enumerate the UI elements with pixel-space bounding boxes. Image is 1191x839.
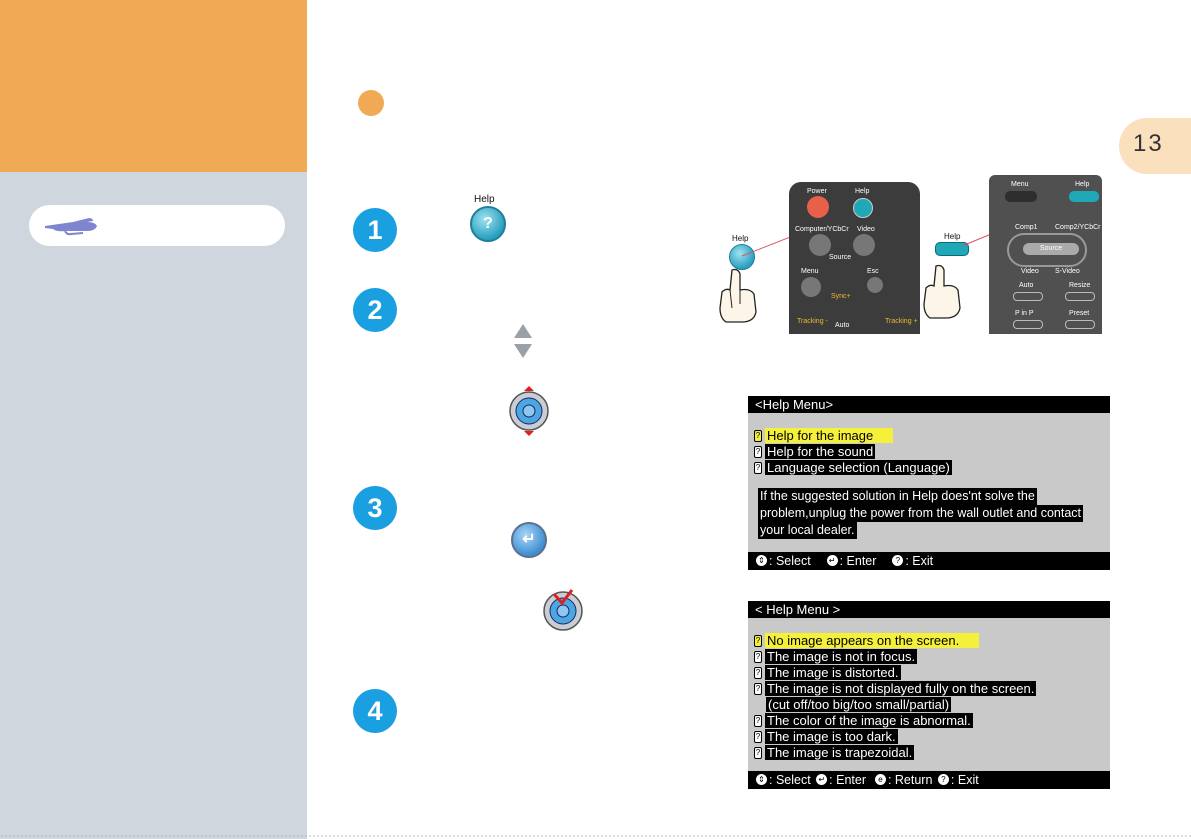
remote-tracking-plus-label: Tracking + xyxy=(885,318,918,325)
remote2-preset-label: Preset xyxy=(1069,310,1090,317)
remote2-pinp-label: P in P xyxy=(1015,310,1034,317)
remote-computer-label: Computer/YCbCr xyxy=(795,226,849,233)
help-menu-screen-1: <Help Menu> ?Help for the image ?Help fo… xyxy=(748,396,1110,570)
help-item-icon: ? xyxy=(754,666,762,679)
remote2-pinp-button xyxy=(1013,320,1043,329)
help-menu-2-title: < Help Menu > xyxy=(748,601,1110,618)
help-menu-1-item[interactable]: ?Help for the sound xyxy=(754,444,876,459)
remote-help-button xyxy=(853,198,873,218)
help-menu-2-subnote: (cut off/too big/too small/partial) xyxy=(766,697,952,712)
remote2-source-button: Source xyxy=(1023,243,1079,255)
remote2-preset-button xyxy=(1065,320,1095,329)
help-button-icon: ? xyxy=(470,206,506,242)
remote-menu-button xyxy=(801,277,821,297)
remote2-comp2-label: Comp2/YCbCr xyxy=(1055,224,1101,231)
section-bullet xyxy=(358,90,384,116)
remote2-source-ring xyxy=(1007,233,1087,267)
help-item-icon: ? xyxy=(754,634,762,647)
step-3-badge: 3 xyxy=(353,486,397,530)
remote-computer-button xyxy=(809,234,831,256)
sidebar-panel xyxy=(0,172,307,839)
remote2-svideo-label: S-Video xyxy=(1055,268,1080,275)
help-item-icon: ? xyxy=(754,730,762,743)
remote2-resize-button xyxy=(1065,292,1095,301)
up-down-icon: ⇕ xyxy=(756,774,767,786)
remote2-menu-label: Menu xyxy=(1011,181,1029,188)
enter-button-icon: ↵ xyxy=(511,522,547,558)
help-menu-2-item[interactable]: ?The image is too dark. xyxy=(754,729,898,744)
remote2-menu-button xyxy=(1005,191,1037,202)
remote-esc-button xyxy=(867,277,883,293)
help-item-icon: ? xyxy=(754,461,762,474)
help-icon: ? xyxy=(892,555,904,567)
help-menu-1-title: <Help Menu> xyxy=(748,396,1110,413)
enter-dial-press-icon xyxy=(543,589,583,631)
help-item-icon: ? xyxy=(754,445,762,458)
help-menu-2-item[interactable]: ?The image is distorted. xyxy=(754,665,901,680)
enter-icon: ↵ xyxy=(826,555,838,567)
step-1-badge: 1 xyxy=(353,208,397,252)
remote-menu-label: Menu xyxy=(801,268,819,275)
page-number-tab: 13 xyxy=(1119,118,1191,174)
remote-video-label: Video xyxy=(857,226,875,233)
esc-icon: e xyxy=(874,774,886,786)
pressing-finger-icon xyxy=(719,268,757,323)
help-icon: ? xyxy=(937,774,949,786)
step-4-badge: 4 xyxy=(353,689,397,733)
remote-power-button xyxy=(807,196,829,218)
page-number: 13 xyxy=(1133,130,1164,157)
help-menu-1-item[interactable]: ?Language selection (Language) xyxy=(754,460,952,475)
help-menu-2-item[interactable]: ?The image is not in focus. xyxy=(754,649,918,664)
step-2-badge: 2 xyxy=(353,288,397,332)
remote-right-help-callout-label: Help xyxy=(944,232,961,241)
pressing-finger-icon-2 xyxy=(923,264,961,319)
remote-auto-label: Auto xyxy=(835,322,850,329)
remote-control-left-image: Power Help Computer/YCbCr Video Source M… xyxy=(789,182,920,334)
remote2-help-button xyxy=(1069,191,1099,202)
enter-dial-up-down-icon xyxy=(509,386,549,436)
remote-video-button xyxy=(853,234,875,256)
help-menu-2-item[interactable]: ?The color of the image is abnormal. xyxy=(754,713,973,728)
bottom-dotted-rule xyxy=(0,835,1191,837)
remote2-resize-label: Resize xyxy=(1069,282,1091,289)
help-menu-2-item[interactable]: ?The image is trapezoidal. xyxy=(754,745,915,760)
remote2-auto-label: Auto xyxy=(1019,282,1034,289)
help-menu-2-footer: ⇕: Select ↵: Enter e: Return ?: Exit xyxy=(748,771,1110,789)
help-callout-button-icon xyxy=(729,244,755,270)
help-item-icon: ? xyxy=(754,714,762,727)
enter-icon: ↵ xyxy=(816,774,828,786)
help-menu-2-item[interactable]: ?The image is not displayed fully on the… xyxy=(754,681,1037,696)
remote-sync-label: Sync+ xyxy=(831,293,851,300)
remote-power-label: Power xyxy=(807,188,827,195)
help-callout-flat-button-icon xyxy=(935,242,969,256)
remote-tracking-minus-label: Tracking - xyxy=(797,318,828,325)
remote2-help-label: Help xyxy=(1075,181,1090,188)
help-menu-2-item[interactable]: ?No image appears on the screen. xyxy=(754,633,980,648)
remote-source-label: Source xyxy=(829,254,852,261)
up-down-icon: ⇕ xyxy=(756,555,767,567)
tip-pill xyxy=(29,205,285,246)
remote-control-right-image: Menu Help Comp1 Comp2/YCbCr Source Video… xyxy=(989,175,1102,334)
help-menu-1-footer: ⇕: Select ↵: Enter ?: Exit xyxy=(748,552,1110,570)
remote2-video-label: Video xyxy=(1021,268,1039,275)
remote-left-help-callout-label: Help xyxy=(732,234,749,243)
help-menu-screen-2: < Help Menu > ?No image appears on the s… xyxy=(748,601,1110,789)
help-item-icon: ? xyxy=(754,682,762,695)
help-menu-1-note: If the suggested solution in Help does'n… xyxy=(758,488,1084,539)
remote2-auto-button xyxy=(1013,292,1043,301)
help-item-icon: ? xyxy=(754,746,762,759)
help-item-icon: ? xyxy=(754,650,762,663)
remote-help-label: Help xyxy=(855,188,870,195)
help-menu-1-item[interactable]: ?Help for the image xyxy=(754,428,894,443)
pointing-hand-icon xyxy=(45,218,97,236)
help-item-icon: ? xyxy=(754,429,762,442)
remote2-comp1-label: Comp1 xyxy=(1015,224,1038,231)
sidebar-header-block xyxy=(0,0,307,172)
help-button-label: Help xyxy=(474,194,495,205)
up-down-buttons-icon xyxy=(514,324,532,358)
remote-esc-label: Esc xyxy=(867,268,879,275)
